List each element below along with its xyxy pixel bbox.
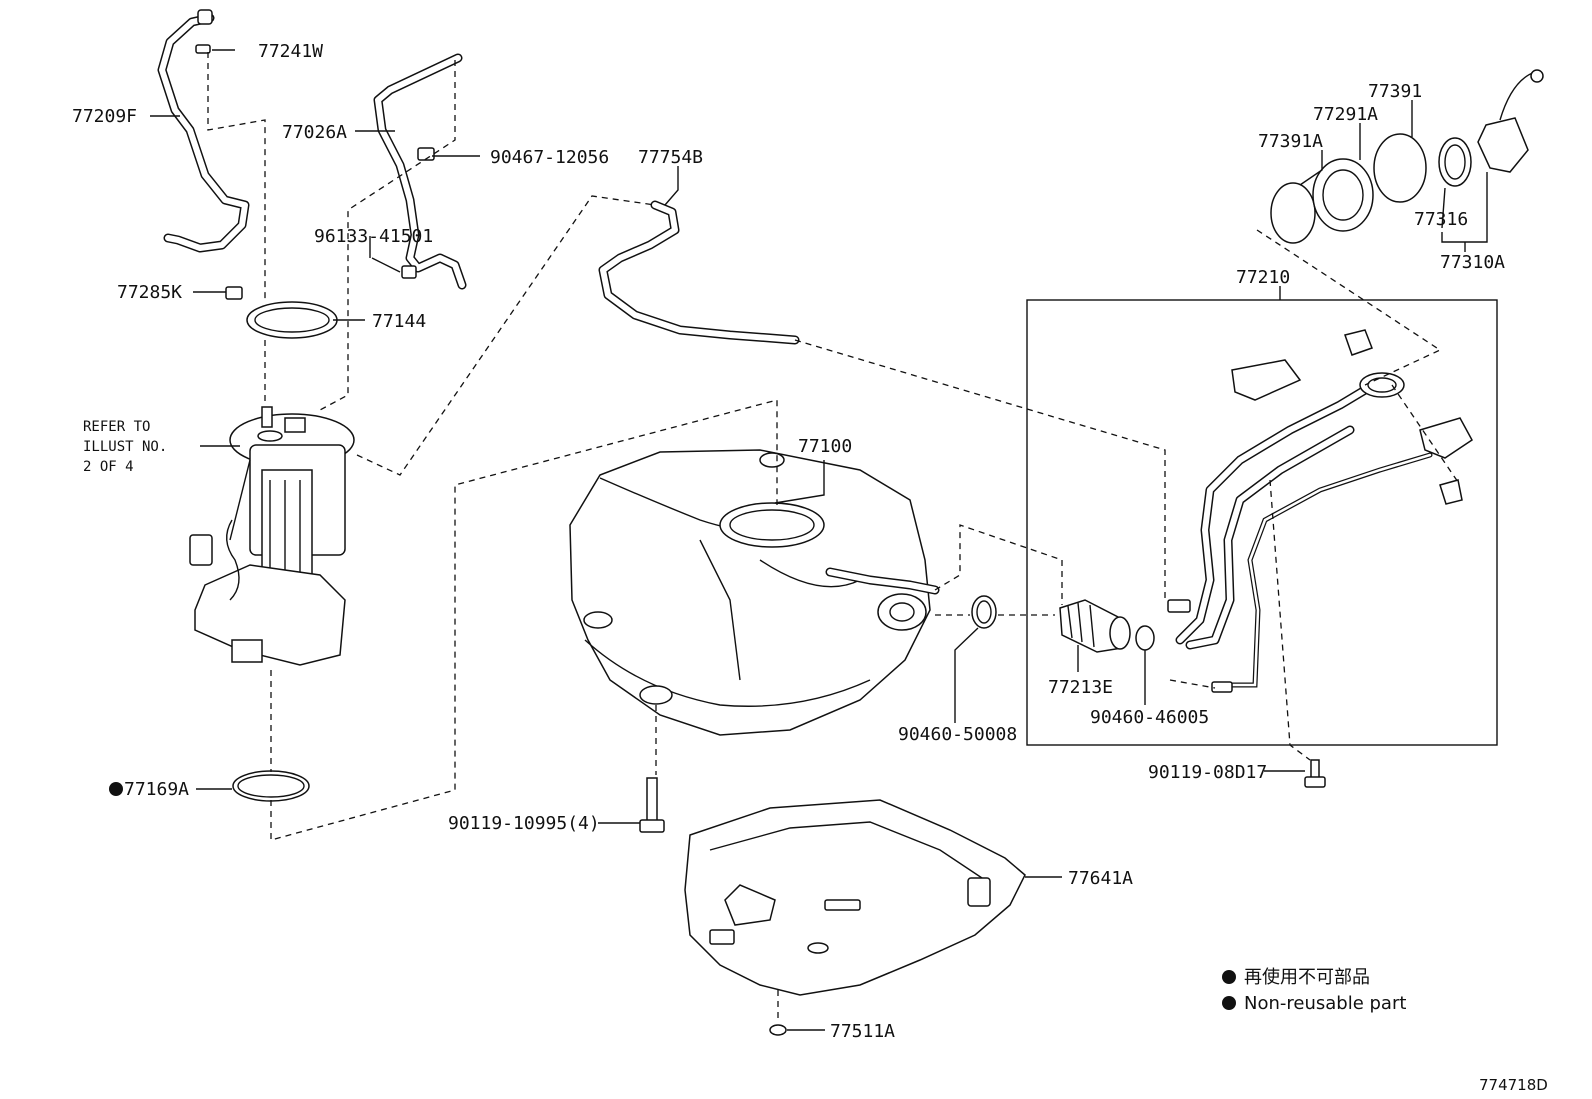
hose-77754b [598,200,800,345]
label-77511a: 77511A [830,1021,895,1042]
label-77285k: 77285K [117,282,182,303]
label-90119-08d17: 90119-08D17 [1148,762,1267,783]
label-77641a: 77641A [1068,868,1133,889]
label-90467-12056: 90467-12056 [490,147,609,168]
label-77209f: 77209F [72,106,137,127]
hose-77213e [1059,599,1131,653]
label-90119-10995: 90119-10995(4) [448,813,600,834]
label-77391a: 77391A [1258,131,1323,152]
legend-dot-en [1222,996,1236,1010]
label-96133-41501: 96133-41501 [314,226,433,247]
label-77210: 77210 [1236,267,1290,288]
refer-note-line-2: ILLUST NO. [83,439,167,455]
clip-77511a [769,1024,787,1036]
clamp-90460-50008 [971,595,997,629]
cap-parts [1270,69,1544,244]
label-77391: 77391 [1368,81,1422,102]
diagram-code: 774718D [1479,1076,1548,1094]
legend-english: Non-reusable part [1244,993,1406,1014]
label-77241w: 77241W [258,41,323,62]
non-reusable-mark-77169a [109,782,123,796]
label-90460-46005: 90460-46005 [1090,707,1209,728]
label-77291a: 77291A [1313,104,1378,125]
label-77169a: 77169A [124,779,189,800]
bolt-90119-10995 [639,777,665,833]
legend-japanese: 再使用不可部品 [1244,967,1370,988]
label-77316: 77316 [1414,209,1468,230]
hose-77026a [373,53,467,290]
leader-lines [150,49,1488,1031]
label-77100: 77100 [798,436,852,457]
label-77754b: 77754B [638,147,703,168]
fuel-pump-assembly [157,9,355,802]
protector-77641a [684,799,1026,996]
clamp-90460-46005 [1135,625,1155,651]
label-77026a: 77026A [282,122,347,143]
legend-dot-jp [1222,970,1236,984]
bolt-90119-08d17 [1304,759,1326,788]
refer-note-line-1: REFER TO [83,419,150,435]
legend: 再使用不可部品 Non-reusable part [1222,967,1406,1014]
label-77310a: 77310A [1440,252,1505,273]
fuel-tank-77100 [569,449,940,736]
refer-note-line-3: 2 OF 4 [83,459,134,475]
label-90460-50008: 90460-50008 [898,724,1017,745]
filler-pipe-77210 [1026,299,1498,746]
label-77213e: 77213E [1048,677,1113,698]
label-77144: 77144 [372,311,426,332]
part-labels: 77241W 77209F 77026A 90467-12056 77754B … [72,41,1505,1042]
guide-lines [207,52,1461,1022]
